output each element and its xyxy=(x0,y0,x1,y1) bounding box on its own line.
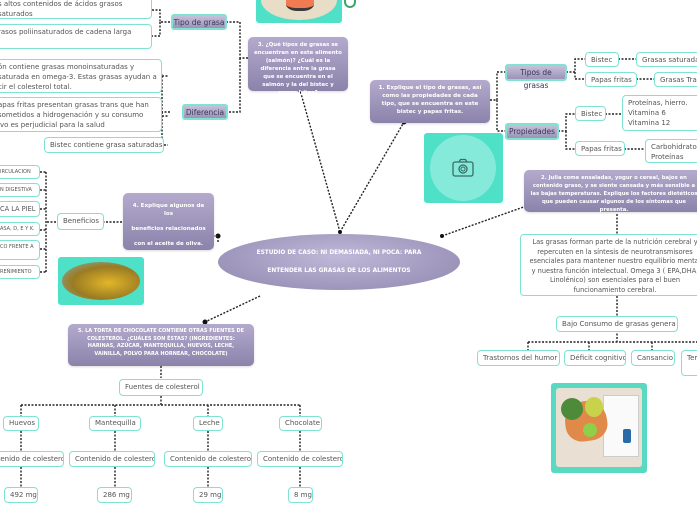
tipo-de-grasa-node[interactable]: Tipo de grasa xyxy=(171,14,227,30)
amount-mantequilla[interactable]: 286 mg xyxy=(97,487,132,503)
question-5-node[interactable]: 5. LA TORTA DE CHOCOLATE CONTIENE OTRAS … xyxy=(68,324,254,366)
consequence-item[interactable]: Trastornos del humor xyxy=(477,350,560,366)
central-topic-line2: ENTENDER LAS GRASAS DE LOS ALIMENTOS xyxy=(267,268,411,274)
question-4-node[interactable]: 4. Explique algunos de los beneficios re… xyxy=(123,193,214,250)
consequence-item[interactable]: Déficit cognitivo xyxy=(564,350,626,366)
explanation-node[interactable]: Las grasas forman parte de la nutrición … xyxy=(520,234,697,296)
propiedades-bistec-value[interactable]: Proteínas, hierro. Vitamina 6 Vitamina 1… xyxy=(622,95,697,131)
source-huevos[interactable]: Huevos xyxy=(3,416,39,431)
central-topic[interactable]: ESTUDIO DE CASO: NI DEMASIADA, NI POCA: … xyxy=(218,234,460,290)
diferencia-item[interactable]: Bistec contiene grasa saturadas xyxy=(44,137,164,153)
content-label[interactable]: Contenido de colesterol xyxy=(164,451,252,467)
propiedades-bistec-node[interactable]: Bistec xyxy=(575,106,606,121)
diferencia-item[interactable]: ón contiene grasas monoinsaturadas y sat… xyxy=(0,59,162,93)
apple-shape xyxy=(583,423,597,437)
benefit-item[interactable]: IRCULACION xyxy=(0,165,40,179)
placeholder-circle xyxy=(430,135,496,201)
amount-chocolate[interactable]: 8 mg xyxy=(288,487,313,503)
source-leche[interactable]: Leche xyxy=(193,416,223,431)
content-label[interactable]: Contenido de colesterol xyxy=(0,451,64,467)
q4-line1: 4. Explique algunos de los xyxy=(132,203,205,217)
q4-line2: beneficios relacionados xyxy=(131,226,206,232)
grasas-saturadas-node[interactable]: Grasas saturadas xyxy=(636,52,697,67)
question-3-node[interactable]: 3. ¿Qué tipos de grasas se encuentran en… xyxy=(248,37,348,96)
grasas-trans-node[interactable]: Grasas Trans xyxy=(654,72,697,87)
source-mantequilla[interactable]: Mantequilla xyxy=(89,416,141,431)
clipboard-shape xyxy=(603,395,639,457)
content-label[interactable]: Contenido de colesterol xyxy=(257,451,343,467)
consequence-item[interactable]: Tem xyxy=(681,350,697,376)
benefit-item[interactable]: REÑIMIENTO xyxy=(0,265,40,279)
fuentes-colesterol-node[interactable]: Fuentes de colesterol xyxy=(119,379,203,396)
benefit-item[interactable]: N DIGESTIVA xyxy=(0,183,40,197)
propiedades-node[interactable]: Propiedades xyxy=(505,123,559,140)
tipos-papas-fritas-node[interactable]: Papas fritas xyxy=(585,72,637,87)
salmon-image[interactable] xyxy=(256,0,342,23)
camera-icon xyxy=(452,158,474,177)
amount-leche[interactable]: 29 mg xyxy=(193,487,223,503)
glucometer-shape xyxy=(623,429,631,443)
olive-oil-bowl-shape xyxy=(62,262,140,300)
image-placeholder[interactable] xyxy=(424,133,503,203)
tipos-de-grasas-node[interactable]: Tipos de grasas xyxy=(505,64,567,90)
propiedades-papas-value[interactable]: Carbohidratos Proteínas xyxy=(645,139,697,163)
tipo-grasa-item[interactable]: s altos contenidos de ácidos grasos satu… xyxy=(0,0,152,19)
content-label[interactable]: Contenido de colesterol xyxy=(69,451,155,467)
question-1-node[interactable]: 1. Explique el tipo de grasas, así como … xyxy=(370,80,490,123)
avocado-shape xyxy=(585,397,603,417)
amount-huevos[interactable]: 492 mg xyxy=(4,487,38,503)
central-topic-line1: ESTUDIO DE CASO: NI DEMASIADA, NI POCA: … xyxy=(256,250,422,256)
beneficios-node[interactable]: Beneficios xyxy=(57,213,104,230)
tipo-grasa-item[interactable]: rasos poliinsaturados de cadena larga . xyxy=(0,24,152,49)
tipos-bistec-node[interactable]: Bistec xyxy=(585,52,619,67)
health-image[interactable] xyxy=(551,383,647,473)
broccoli-shape xyxy=(561,398,583,420)
q4-line3: con el aceite de oliva. xyxy=(134,241,203,247)
diferencia-item[interactable]: apas fritas presentan grasas trans que h… xyxy=(0,97,162,132)
consequence-item[interactable]: Cansancio xyxy=(631,350,675,366)
benefit-item[interactable]: ASA, D, E Y K. xyxy=(0,222,40,236)
question-2-node[interactable]: 2. Julia come ensaladas, yogur o cereal,… xyxy=(524,170,697,213)
diferencia-node[interactable]: Diferencia xyxy=(182,104,228,120)
source-chocolate[interactable]: Chocolate xyxy=(279,416,322,431)
salmon-shape xyxy=(286,0,314,11)
bajo-consumo-node[interactable]: Bajo Consumo de grasas genera xyxy=(556,316,678,332)
benefit-item[interactable]: CA LA PIEL xyxy=(0,201,40,217)
benefit-item[interactable]: CO FRENTE A xyxy=(0,240,40,260)
propiedades-papas-fritas-node[interactable]: Papas fritas xyxy=(575,141,625,156)
olive-oil-image[interactable] xyxy=(58,257,144,305)
green-marker-icon xyxy=(344,0,356,8)
